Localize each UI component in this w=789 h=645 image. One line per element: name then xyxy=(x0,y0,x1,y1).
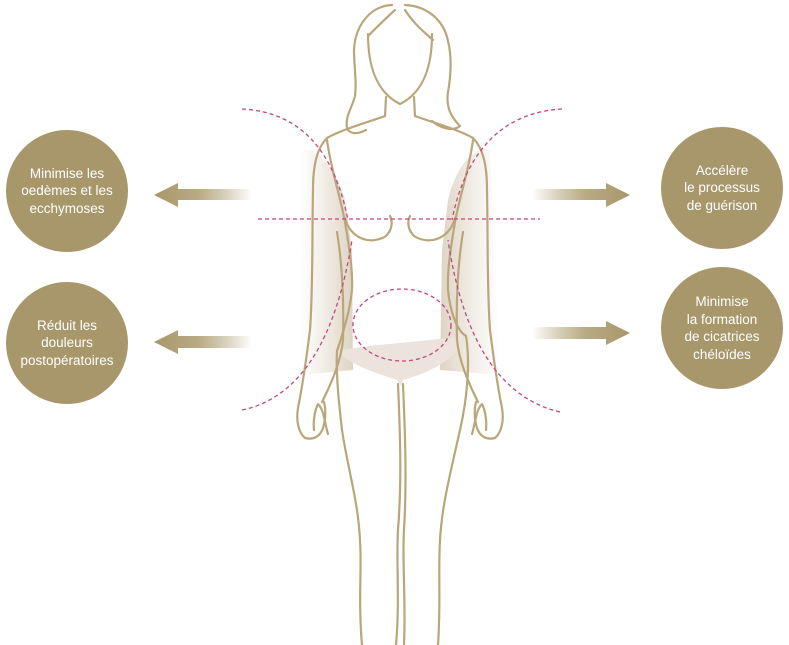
benefit-line: de guérison xyxy=(686,197,758,213)
benefit-line: Réduit les xyxy=(36,317,98,333)
zone-lower-right xyxy=(447,239,561,413)
benefit-line: de cicatrices xyxy=(684,329,760,344)
benefit-circle-pain: Réduit les douleurs postopératoires xyxy=(6,282,128,404)
benefit-line: Minimise les xyxy=(29,165,105,181)
benefit-circle-healing: Accélère le processus de guérison xyxy=(661,127,783,249)
benefit-text: Réduit les douleurs postopératoires xyxy=(20,317,113,370)
zone-upper-right xyxy=(451,108,563,221)
arrow-right-top xyxy=(532,183,630,207)
benefit-line: chéloïdes xyxy=(693,346,751,362)
arrow-right-bottom xyxy=(532,321,630,345)
female-body-outline-icon xyxy=(296,3,504,645)
treatment-zone-lines xyxy=(241,108,563,413)
zone-upper-left xyxy=(241,108,349,221)
briefs xyxy=(337,336,466,386)
benefit-text: Accélère le processus de guérison xyxy=(684,162,760,215)
arrow-left-bottom xyxy=(154,330,252,354)
benefit-text: Minimise les oedèmes et les ecchymoses xyxy=(21,165,113,218)
zone-lower-left xyxy=(241,239,353,411)
benefit-line: ecchymoses xyxy=(29,200,105,216)
benefit-line: le processus xyxy=(684,180,760,196)
benefit-line: Accélère xyxy=(695,162,749,178)
benefit-line: Minimise xyxy=(695,294,749,309)
arrow-icon xyxy=(154,183,630,354)
benefit-circle-edema: Minimise les oedèmes et les ecchymoses xyxy=(6,130,128,252)
zone-abdomen xyxy=(352,288,452,362)
benefit-circle-scars: Minimise la formation de cicatrices chél… xyxy=(661,267,783,389)
benefit-line: la formation xyxy=(686,311,758,327)
benefit-line: oedèmes et les xyxy=(21,183,113,199)
benefit-text: Minimise la formation de cicatrices chél… xyxy=(684,293,759,363)
benefit-line: postopératoires xyxy=(20,352,114,368)
benefit-line: douleurs xyxy=(41,335,93,351)
arrow-left-top xyxy=(154,183,252,207)
